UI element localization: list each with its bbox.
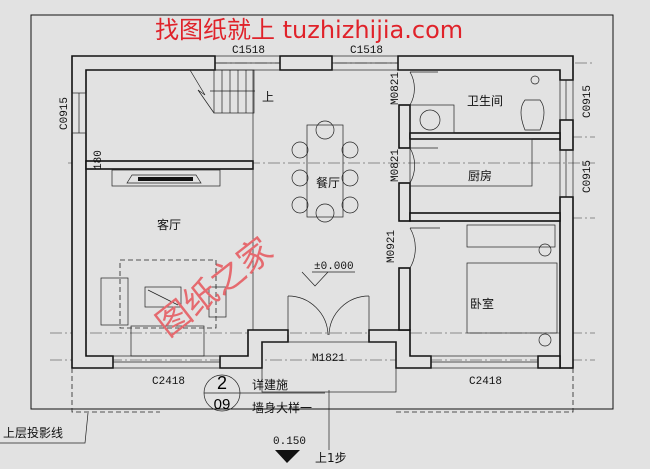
dimension-label: 180 [93, 150, 105, 170]
stair-up-label: 上 [262, 90, 274, 104]
detail-ref-label: 详建施 [252, 377, 288, 392]
furniture [100, 75, 558, 357]
doors [261, 71, 440, 393]
room-label-dining: 餐厅 [316, 175, 340, 190]
watermark-diagonal: 图纸之家 [149, 230, 281, 345]
projection-line-label: 上层投影线 [3, 425, 63, 440]
watermark-text: 找图纸就上 tuzhizhijia.com [155, 16, 463, 44]
windows [71, 55, 574, 369]
step-label: 上1步 [315, 451, 347, 465]
projection-leader [0, 412, 89, 444]
window-label: C2418 [152, 376, 185, 388]
stair [189, 69, 255, 114]
drawing-frame [30, 14, 614, 410]
detail-sheet: 09 [214, 396, 231, 413]
window-label: C1518 [232, 45, 265, 57]
door-label: M1821 [312, 353, 345, 365]
room-label-living: 客厅 [157, 217, 181, 232]
level-marker-icon [301, 271, 329, 287]
floor-level-label: ±0.000 [314, 261, 354, 273]
window-label: C0915 [59, 97, 71, 130]
room-label-kitchen: 厨房 [468, 168, 492, 183]
window-label: C0915 [582, 160, 594, 193]
exterior-level-label: 0.150 [273, 436, 306, 448]
detail-number: 2 [217, 373, 227, 393]
window-label: C1518 [350, 45, 383, 57]
window-label: C0915 [582, 85, 594, 118]
upper-floor-projection [71, 368, 574, 413]
door-label: M0821 [390, 72, 402, 105]
detail-desc-label: 墙身大样一 [252, 400, 312, 415]
window-label: C2418 [469, 376, 502, 388]
door-label: M0821 [390, 149, 402, 182]
door-label: M0921 [386, 230, 398, 263]
exterior-level-icon [275, 450, 300, 463]
room-label-bedroom: 卧室 [470, 296, 494, 311]
room-label-bathroom: 卫生间 [467, 94, 503, 108]
